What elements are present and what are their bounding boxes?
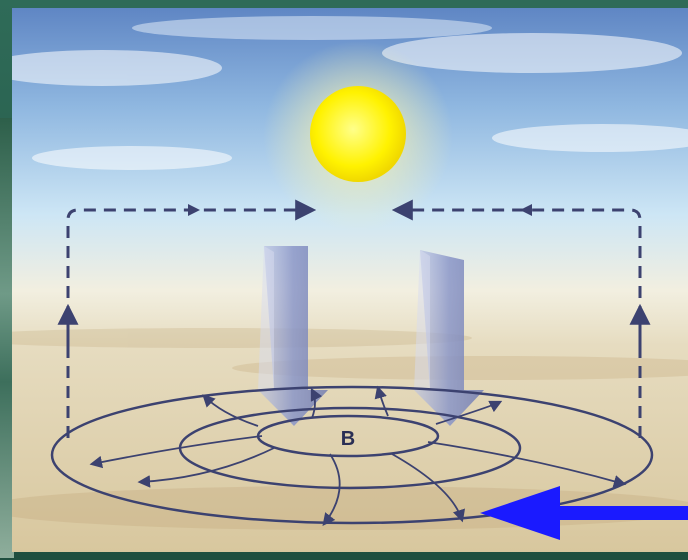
clouds	[12, 16, 688, 170]
upper-circulation	[57, 199, 651, 438]
pointer-arrow	[480, 486, 688, 540]
descending-air-right	[414, 250, 484, 426]
dashed-arrowheads	[188, 204, 532, 216]
sun	[310, 86, 406, 182]
scene-svg: B	[12, 8, 688, 552]
center-label-b: B	[341, 428, 355, 450]
left-edge-strip	[0, 118, 14, 558]
outflow-arrows	[89, 385, 627, 526]
anticyclone-scene: B	[12, 8, 688, 552]
descending-air-left	[258, 246, 328, 426]
